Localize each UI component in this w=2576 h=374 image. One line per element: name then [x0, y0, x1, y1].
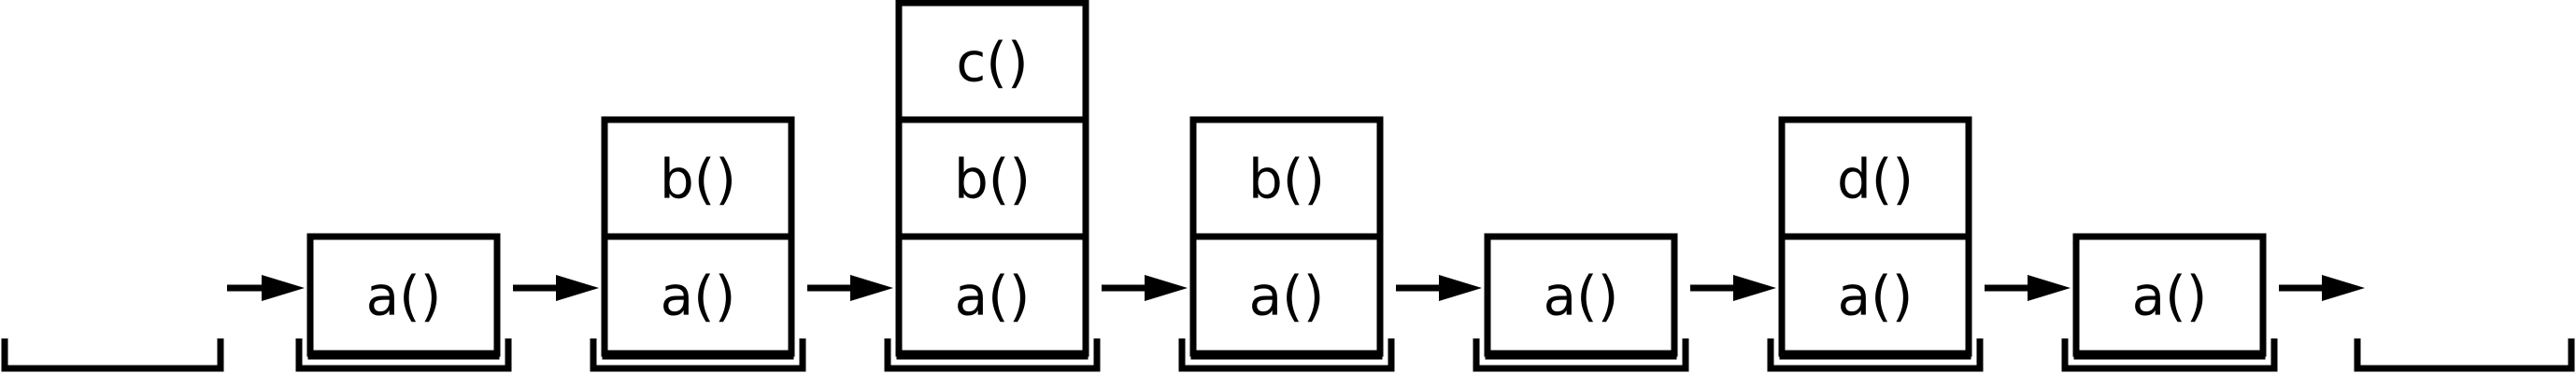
stack-frame-label: a(): [955, 265, 1031, 328]
stack-frame: [895, 0, 1089, 123]
stack-frame-label: b(): [1248, 148, 1325, 211]
transition-arrow: [1102, 275, 1188, 301]
stack-frame: [1189, 116, 1384, 240]
stack-tray: [1767, 338, 1984, 372]
transition-arrow: [227, 275, 305, 301]
transition-arrow: [513, 275, 599, 301]
transition-arrow: [1690, 275, 1776, 301]
stack-tray: [2061, 338, 2278, 372]
stack-frame-label: a(): [366, 265, 442, 328]
stack-frame-label: a(): [1838, 265, 1914, 328]
stack-frame-label: a(): [1544, 265, 1619, 328]
call-stack: a(): [306, 233, 501, 357]
transition-arrow: [1396, 275, 1482, 301]
stack-frame: [306, 233, 501, 357]
empty-stack-start-tray: [1, 338, 224, 372]
call-stack: a(): [1484, 233, 1678, 357]
stack-frame-label: b(): [660, 148, 736, 211]
stack-tray: [295, 338, 512, 372]
stack-frame-label: a(): [661, 265, 736, 328]
stack-frame-label: b(): [954, 148, 1031, 211]
transition-arrow: [1985, 275, 2071, 301]
stack-frame-label: c(): [956, 31, 1028, 94]
stack-frame: [1484, 233, 1678, 357]
call-stack: a(): [2072, 233, 2267, 357]
stack-frame-label: a(): [1249, 265, 1325, 328]
stack-tray: [1473, 338, 1689, 372]
stack-frame: [601, 116, 795, 240]
call-stack: a() b() c(): [895, 0, 1089, 357]
call-stack: a() d(): [1778, 116, 1972, 357]
transition-arrow: [2279, 275, 2365, 301]
stack-tray: [590, 338, 806, 372]
stack-frame-label: a(): [2132, 265, 2208, 328]
call-stack: a() b(): [1189, 116, 1384, 357]
stack-frame-label: d(): [1837, 148, 1914, 211]
stack-frame: [2072, 233, 2267, 357]
stack-frame: [1778, 116, 1972, 240]
stack-tray: [884, 338, 1101, 372]
empty-stack-end-tray: [2354, 338, 2575, 372]
call-stack: a() b(): [601, 116, 795, 357]
stack-tray: [1178, 338, 1395, 372]
transition-arrow: [807, 275, 893, 301]
